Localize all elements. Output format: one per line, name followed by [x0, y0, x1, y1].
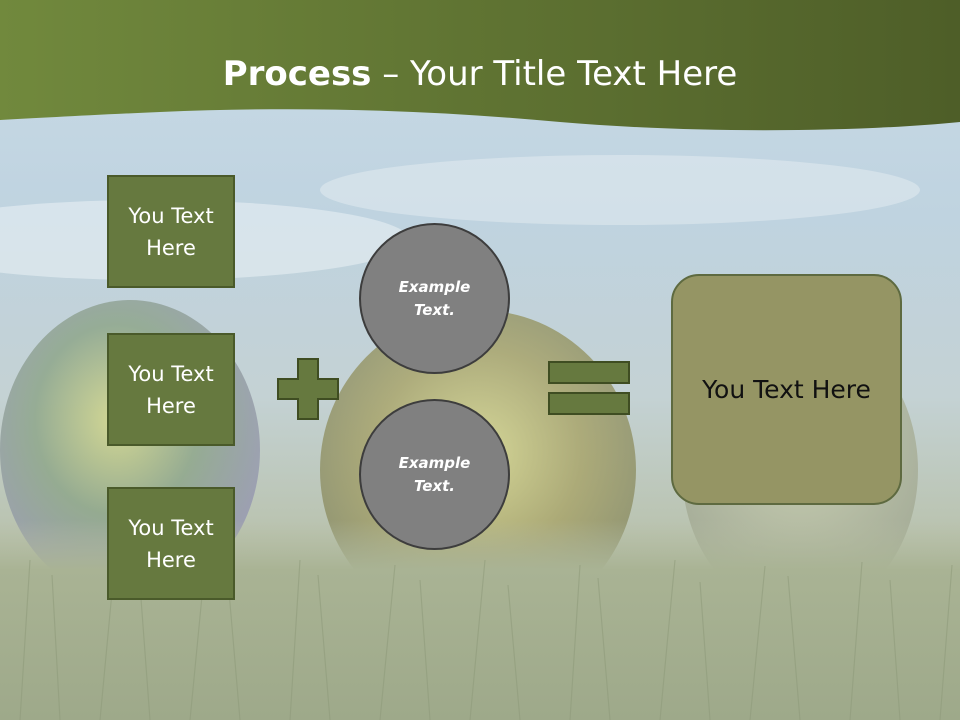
left-box-1[interactable]: You Text Here [107, 175, 235, 288]
grass-blades [19, 559, 953, 720]
result-label: You Text Here [702, 374, 871, 404]
title-bold: Process [222, 54, 372, 94]
left-box-label: You Text Here [128, 515, 214, 572]
circle-label: Example Text. [398, 277, 471, 319]
title-rest: – Your Title Text Here [371, 54, 738, 94]
left-box-2[interactable]: You Text Here [107, 333, 235, 446]
left-box-label: You Text Here [128, 203, 214, 260]
header-band [0, 0, 960, 131]
cloud-shape [320, 155, 920, 225]
left-box-3[interactable]: You Text Here [107, 487, 235, 600]
plus-icon [277, 358, 339, 420]
left-box-label: You Text Here [128, 361, 214, 418]
slide-title: Process – Your Title Text Here [0, 52, 960, 96]
example-circle-2[interactable]: Example Text. [359, 399, 510, 550]
equals-icon [548, 361, 630, 415]
result-box[interactable]: You Text Here [671, 274, 902, 505]
example-circle-1[interactable]: Example Text. [359, 223, 510, 374]
circle-label: Example Text. [398, 453, 471, 495]
